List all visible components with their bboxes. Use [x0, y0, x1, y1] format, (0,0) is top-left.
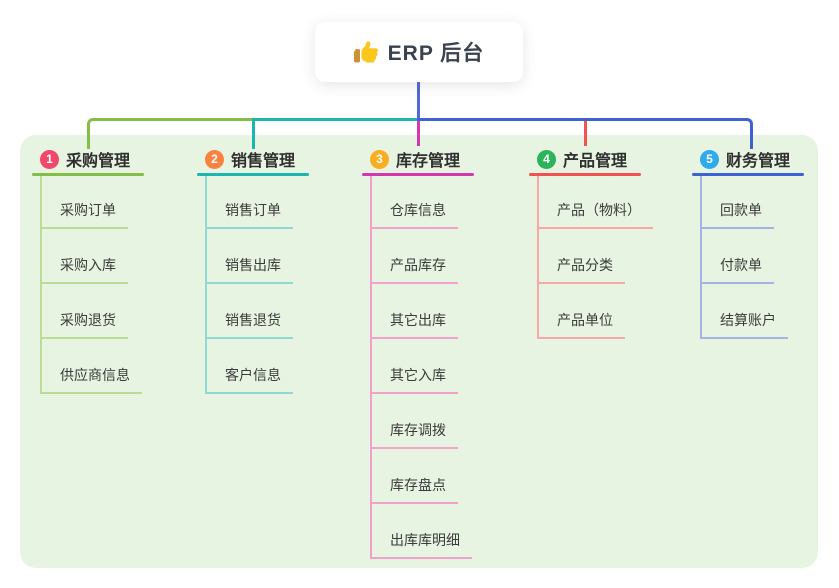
branch-product-node[interactable]: 4 产品管理 [529, 148, 641, 170]
mindmap-canvas-panel [20, 135, 818, 568]
child-node: 其它出库 [372, 284, 474, 339]
branch-title: 库存管理 [396, 153, 461, 170]
branch-title: 销售管理 [231, 153, 296, 170]
child-label[interactable]: 仓库信息 [372, 200, 458, 229]
child-node: 回款单 [702, 176, 804, 229]
child-label[interactable]: 库存盘点 [372, 475, 458, 504]
branch-finance: 5 财务管理 回款单 付款单 结算账户 [692, 148, 804, 339]
branch-underline [197, 173, 309, 176]
child-label[interactable]: 其它出库 [372, 310, 458, 339]
child-label[interactable]: 客户信息 [207, 365, 293, 394]
branch-sales: 2 销售管理 销售订单 销售出库 销售退货 客户信息 [197, 148, 309, 394]
branch-purchase-node[interactable]: 1 采购管理 [32, 148, 144, 170]
branch-finance-node[interactable]: 5 财务管理 [692, 148, 804, 170]
child-label[interactable]: 采购退货 [42, 310, 128, 339]
thumbs-up-icon [353, 41, 378, 63]
connector-root-drop [417, 82, 420, 119]
child-node: 付款单 [702, 229, 804, 284]
child-label[interactable]: 产品单位 [539, 310, 625, 339]
branch-children: 产品（物料） 产品分类 产品单位 [537, 176, 653, 339]
branch-number-badge: 1 [40, 149, 59, 169]
branch-underline [692, 173, 804, 176]
connector-branch-3 [417, 121, 420, 146]
child-label[interactable]: 销售出库 [207, 255, 293, 284]
child-label[interactable]: 销售订单 [207, 200, 293, 229]
child-label[interactable]: 出库库明细 [372, 530, 472, 559]
child-node: 产品单位 [539, 284, 641, 339]
branch-product: 4 产品管理 产品（物料） 产品分类 产品单位 [529, 148, 653, 339]
child-label[interactable]: 供应商信息 [42, 365, 142, 394]
branch-underline [362, 173, 474, 176]
child-node: 库存调拨 [372, 394, 474, 449]
child-label[interactable]: 产品库存 [372, 255, 458, 284]
child-node: 其它入库 [372, 339, 474, 394]
branch-purchase: 1 采购管理 采购订单 采购入库 采购退货 供应商信息 [32, 148, 144, 394]
child-node: 采购退货 [42, 284, 144, 339]
root-node-erp[interactable]: ERP 后台 [315, 22, 523, 82]
child-node: 结算账户 [702, 284, 804, 339]
branch-underline [529, 173, 641, 176]
child-node: 客户信息 [207, 339, 309, 394]
branch-children: 销售订单 销售出库 销售退货 客户信息 [205, 176, 309, 394]
connector-branch-2 [252, 118, 422, 149]
child-node: 采购入库 [42, 229, 144, 284]
child-label[interactable]: 其它入库 [372, 365, 458, 394]
child-node: 库存盘点 [372, 449, 474, 504]
child-label[interactable]: 产品（物料） [539, 200, 653, 229]
branch-number-badge: 5 [700, 149, 719, 169]
child-label[interactable]: 采购订单 [42, 200, 128, 229]
root-node-title: ERP 后台 [387, 42, 485, 65]
branch-children: 回款单 付款单 结算账户 [700, 176, 804, 339]
child-node: 出库库明细 [372, 504, 474, 559]
branch-number-badge: 4 [537, 149, 556, 169]
child-node: 仓库信息 [372, 176, 474, 229]
child-node: 销售出库 [207, 229, 309, 284]
connector-branch-4 [584, 121, 587, 146]
branch-underline [32, 173, 144, 176]
connector-branch-5 [417, 118, 753, 149]
child-node: 产品分类 [539, 229, 641, 284]
branch-inventory: 3 库存管理 仓库信息 产品库存 其它出库 其它入库 库存调拨 库存盘点 出库库… [362, 148, 474, 559]
child-label[interactable]: 结算账户 [702, 310, 788, 339]
child-label[interactable]: 产品分类 [539, 255, 625, 284]
branch-children: 仓库信息 产品库存 其它出库 其它入库 库存调拨 库存盘点 出库库明细 [370, 176, 474, 559]
branch-inventory-node[interactable]: 3 库存管理 [362, 148, 474, 170]
child-label[interactable]: 付款单 [702, 255, 774, 284]
child-label[interactable]: 回款单 [702, 200, 774, 229]
child-label[interactable]: 库存调拨 [372, 420, 458, 449]
branch-number-badge: 3 [370, 149, 389, 169]
branch-title: 财务管理 [726, 153, 791, 170]
branch-title: 产品管理 [563, 153, 628, 170]
child-node: 产品库存 [372, 229, 474, 284]
child-node: 供应商信息 [42, 339, 144, 394]
child-label[interactable]: 销售退货 [207, 310, 293, 339]
child-node: 产品（物料） [539, 176, 653, 229]
branch-sales-node[interactable]: 2 销售管理 [197, 148, 309, 170]
child-label[interactable]: 采购入库 [42, 255, 128, 284]
connector-branch-1 [87, 118, 256, 149]
child-node: 采购订单 [42, 176, 144, 229]
branch-number-badge: 2 [205, 149, 224, 169]
branch-title: 采购管理 [66, 153, 131, 170]
child-node: 销售订单 [207, 176, 309, 229]
child-node: 销售退货 [207, 284, 309, 339]
branch-children: 采购订单 采购入库 采购退货 供应商信息 [40, 176, 144, 394]
